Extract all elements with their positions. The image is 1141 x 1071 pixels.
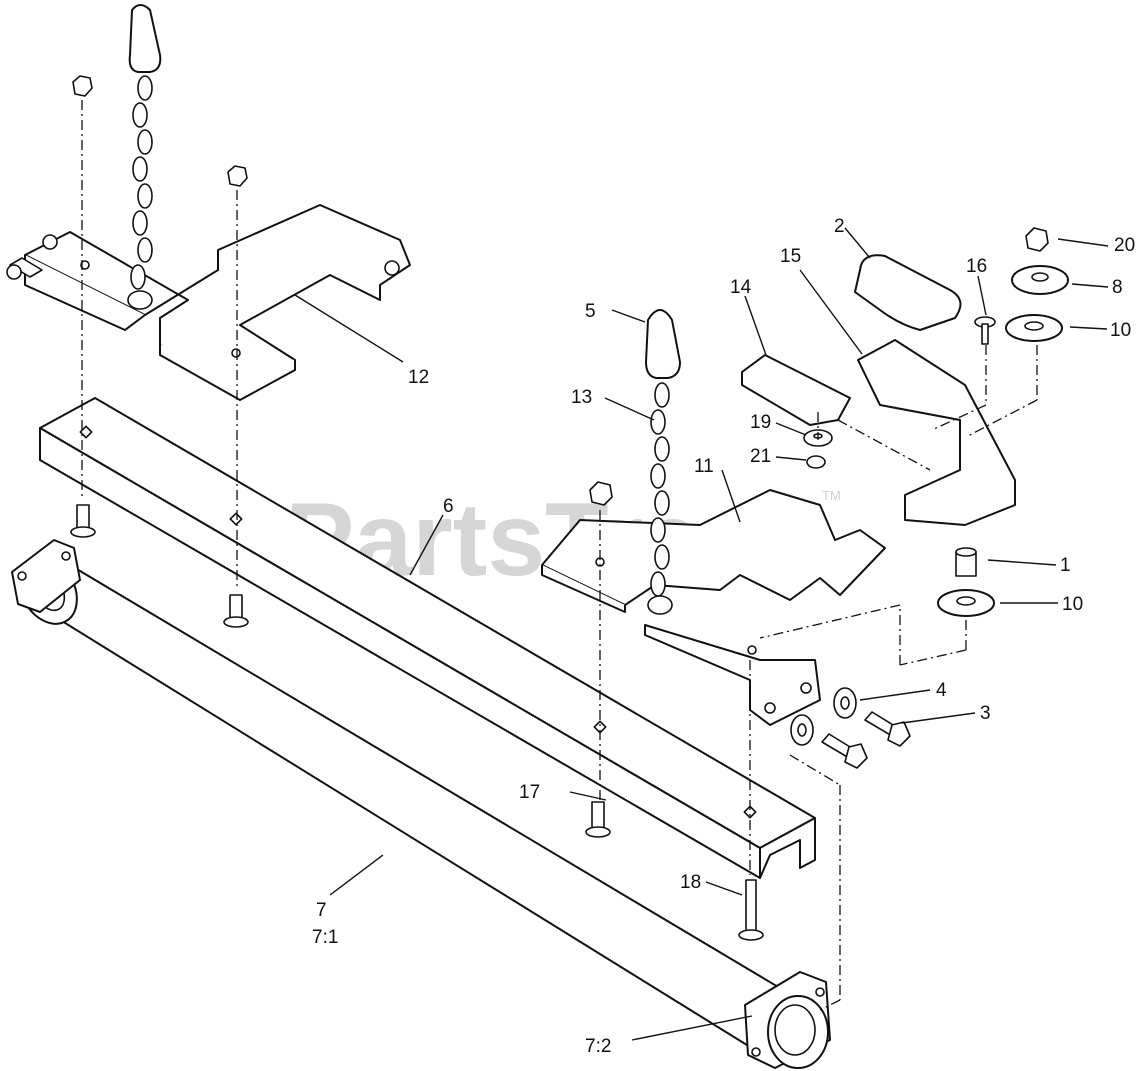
washer-10-bottom[interactable] xyxy=(937,589,995,617)
callout-7-1[interactable]: 7:1 xyxy=(312,927,338,948)
callout-10-top[interactable]: 10 xyxy=(1110,320,1131,341)
callout-7[interactable]: 7 xyxy=(316,900,327,921)
callout-15[interactable]: 15 xyxy=(780,246,801,267)
scraper-bar[interactable] xyxy=(39,397,816,879)
nut-right[interactable] xyxy=(589,481,613,506)
callout-7-2[interactable]: 7:2 xyxy=(585,1036,611,1057)
callout-6[interactable]: 6 xyxy=(443,496,454,517)
watermark-trademark: TM xyxy=(822,488,841,503)
snap-hook-5[interactable] xyxy=(645,309,681,379)
roller-left-bearing-plate[interactable] xyxy=(11,539,81,613)
bumper-holder-15[interactable] xyxy=(857,339,1016,526)
nut-20[interactable] xyxy=(1025,227,1049,252)
washer-8[interactable] xyxy=(1011,265,1069,295)
callout-21[interactable]: 21 xyxy=(750,446,771,467)
callout-14[interactable]: 14 xyxy=(730,277,752,298)
callout-1[interactable]: 1 xyxy=(1060,555,1071,576)
washer-4[interactable] xyxy=(833,687,857,719)
nut-left-2[interactable] xyxy=(227,165,248,187)
washer-4-rear[interactable] xyxy=(790,714,814,746)
right-mount-bracket[interactable] xyxy=(541,489,886,726)
callout-11[interactable]: 11 xyxy=(694,456,714,477)
callout-3[interactable]: 3 xyxy=(980,703,991,724)
bolt-17-middle[interactable] xyxy=(223,594,249,628)
callout-10-bottom[interactable]: 10 xyxy=(1062,594,1083,615)
callout-20[interactable]: 20 xyxy=(1114,235,1135,256)
callout-2[interactable]: 2 xyxy=(834,216,845,237)
callout-16[interactable]: 16 xyxy=(966,256,987,277)
nut-21[interactable] xyxy=(806,455,826,469)
callout-12[interactable]: 12 xyxy=(408,367,429,388)
leader-lines xyxy=(294,227,1109,1041)
bolt-17[interactable] xyxy=(585,801,611,838)
callout-5[interactable]: 5 xyxy=(585,301,596,322)
callout-19[interactable]: 19 xyxy=(750,412,771,433)
bolt-3[interactable] xyxy=(864,711,911,747)
rivet-16[interactable] xyxy=(974,316,996,345)
roller-right-bearing[interactable] xyxy=(744,971,831,1069)
callout-4[interactable]: 4 xyxy=(936,680,947,701)
rubber-pad-2[interactable] xyxy=(854,254,962,331)
callout-18[interactable]: 18 xyxy=(680,872,701,893)
callout-13[interactable]: 13 xyxy=(571,387,592,408)
bolt-3-rear[interactable] xyxy=(821,733,868,769)
left-mount-bracket[interactable] xyxy=(6,204,411,401)
callouts: 1 2 3 4 5 6 7 7:1 7:2 8 10 10 11 12 13 1… xyxy=(312,216,1135,1057)
alignment-lines xyxy=(81,100,1038,1011)
bolt-18[interactable] xyxy=(738,879,764,941)
washer-10-top[interactable] xyxy=(1005,314,1063,342)
nut-left-1[interactable] xyxy=(72,75,93,97)
spacer-1[interactable] xyxy=(955,547,977,577)
chain-right-13[interactable] xyxy=(647,382,673,615)
callout-8[interactable]: 8 xyxy=(1112,277,1123,298)
bolt-17-left[interactable] xyxy=(70,504,96,538)
callout-17[interactable]: 17 xyxy=(519,782,540,803)
chain-left[interactable] xyxy=(127,4,162,310)
